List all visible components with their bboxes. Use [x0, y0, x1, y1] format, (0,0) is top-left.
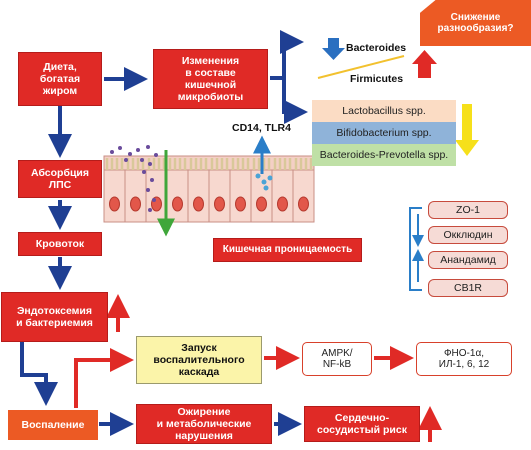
cell-nucleus [256, 196, 267, 212]
bacterium-dot [140, 158, 144, 162]
bacterium-dot [148, 208, 152, 212]
firmicutes-label: Firmicutes [350, 73, 404, 85]
cell-nucleus [172, 196, 183, 212]
flow-arrows [20, 30, 308, 436]
arrow-endotoxemia-to-inflammation [20, 342, 58, 406]
epithelial-cell [166, 169, 189, 223]
junction-occludin: Окклюдин [428, 226, 508, 244]
bacterium-dot [110, 150, 114, 154]
bacterium-dot [128, 152, 132, 156]
junction-bracket [409, 207, 424, 291]
cell-nucleus [277, 196, 288, 212]
cell-nucleus [235, 196, 246, 212]
bacteroides-label: Bacteroides [346, 42, 407, 54]
obesity-box: Ожирение и метаболические нарушения [136, 404, 272, 444]
cell-nucleus [193, 196, 204, 212]
bacterium-dot [118, 146, 122, 150]
bacteria-bar-lactobacillus: Lactobacillus spp. [312, 100, 456, 122]
bacterium-dot [154, 153, 158, 157]
cell-nucleus [214, 196, 225, 212]
bacterium-dot [124, 158, 128, 162]
bacterium-dot [150, 178, 154, 182]
epithelial-cell [145, 169, 168, 223]
lps-absorption-box: Абсорбция ЛПС [18, 160, 102, 198]
receptor-dot [267, 175, 273, 181]
bloodstream-box: Кровоток [18, 232, 102, 256]
epithelial-cell [229, 169, 252, 223]
epithelial-cell [292, 169, 315, 223]
diversity-box: Снижение разнообразия? [420, 0, 531, 46]
bacteria-bar-bacteroides-prevotella: Bacteroides-Prevotella spp. [312, 144, 456, 166]
epithelial-cell [187, 169, 210, 223]
bacterium-dot [152, 198, 156, 202]
bacterium-dot [136, 148, 140, 152]
epithelial-cell [124, 169, 147, 223]
arrow-microbiota-to-bacteroides [270, 30, 304, 80]
epithelial-cell [271, 169, 294, 223]
inflammation-cascade-box: Запуск воспалительного каскада [136, 336, 262, 384]
cytokines-box: ФНО-1α, ИЛ-1, 6, 12 [416, 342, 512, 376]
receptor-dot [261, 179, 267, 185]
bacteria-bar-bifidobacterium: Bifidobacterium spp. [312, 122, 456, 144]
red-arrows [74, 294, 442, 442]
junction-zo1: ZO-1 [428, 201, 508, 219]
arrow-down-bacteria-icon [455, 104, 479, 156]
cell-nucleus [130, 196, 141, 212]
diet-box: Диета, богатая жиром [18, 52, 102, 106]
permeability-box: Кишечная проницаемость [213, 238, 362, 262]
arrow-inflammation-to-cascade [74, 348, 134, 408]
receptor-dot [255, 173, 261, 179]
arrow-up-firmicutes-icon [412, 50, 437, 78]
bacterium-dot [148, 162, 152, 166]
cell-nucleus [109, 196, 120, 212]
junction-anandamide: Анандамид [428, 251, 508, 269]
cell-nucleus [298, 196, 309, 212]
trend-line [317, 55, 405, 79]
arrow-microbiota-to-bacteria [282, 78, 308, 124]
receptors-label: CD14, TLR4 [232, 122, 291, 134]
cv-risk-box: Сердечно- сосудистый риск [304, 406, 420, 442]
endotoxemia-box: Эндотоксемия и бактериемия [1, 292, 108, 342]
receptor-dot [263, 185, 269, 191]
junction-cb1r: CB1R [428, 279, 508, 297]
arrow-down-bacteroides-icon [322, 38, 345, 60]
bacterium-dot [146, 145, 150, 149]
bacterium-dot [142, 170, 146, 174]
epithelial-cell [208, 169, 231, 223]
bacterium-dot [146, 188, 150, 192]
epithelial-cell [103, 169, 126, 223]
microbiota-change-box: Изменения в составе кишечной микробиоты [153, 49, 268, 109]
epithelium-illustration [103, 145, 315, 223]
inflammation-box: Воспаление [8, 410, 98, 440]
ampk-box: AMPK/ NF-kB [302, 342, 372, 376]
